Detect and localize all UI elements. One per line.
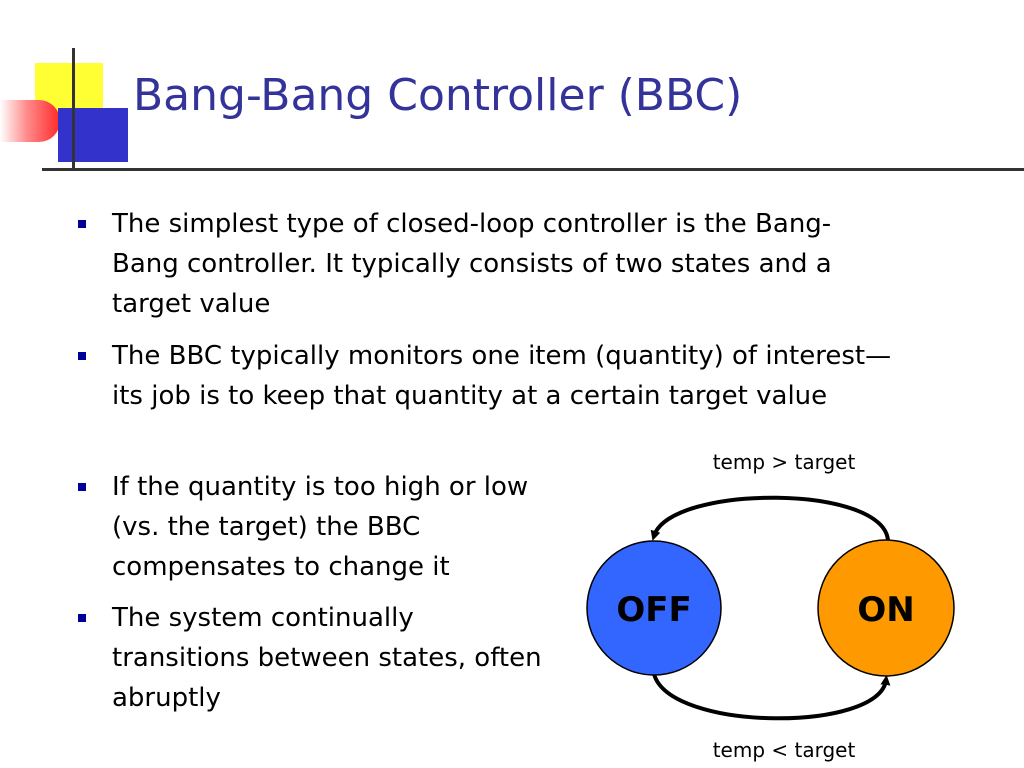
state-off-circle <box>586 540 722 676</box>
transition-label-off-to-on: temp < target <box>713 738 856 762</box>
bullet-item: The system continually transitions betwe… <box>78 598 542 718</box>
state-diagram: temp > target temp < target OFF ON <box>586 450 955 762</box>
bullet-item: The BBC typically monitors one item (qua… <box>78 336 912 416</box>
bullet-item: The simplest type of closed-loop control… <box>78 204 892 324</box>
slide-title: Bang-Bang Controller (BBC) <box>133 70 743 121</box>
bullet-item: If the quantity is too high or low (vs. … <box>78 467 552 587</box>
transition-arrow-off-to-on <box>652 673 891 721</box>
transition-arrow-on-to-off <box>650 495 890 543</box>
state-on-circle <box>817 539 955 677</box>
decorative-red-bar <box>0 100 60 142</box>
state-on-label: ON <box>857 590 914 630</box>
decorative-blue-square <box>58 108 128 162</box>
decorative-vertical-line <box>72 48 75 170</box>
state-off-label: OFF <box>616 590 691 630</box>
transition-label-on-to-off: temp > target <box>713 450 856 474</box>
title-underline <box>42 168 1024 171</box>
